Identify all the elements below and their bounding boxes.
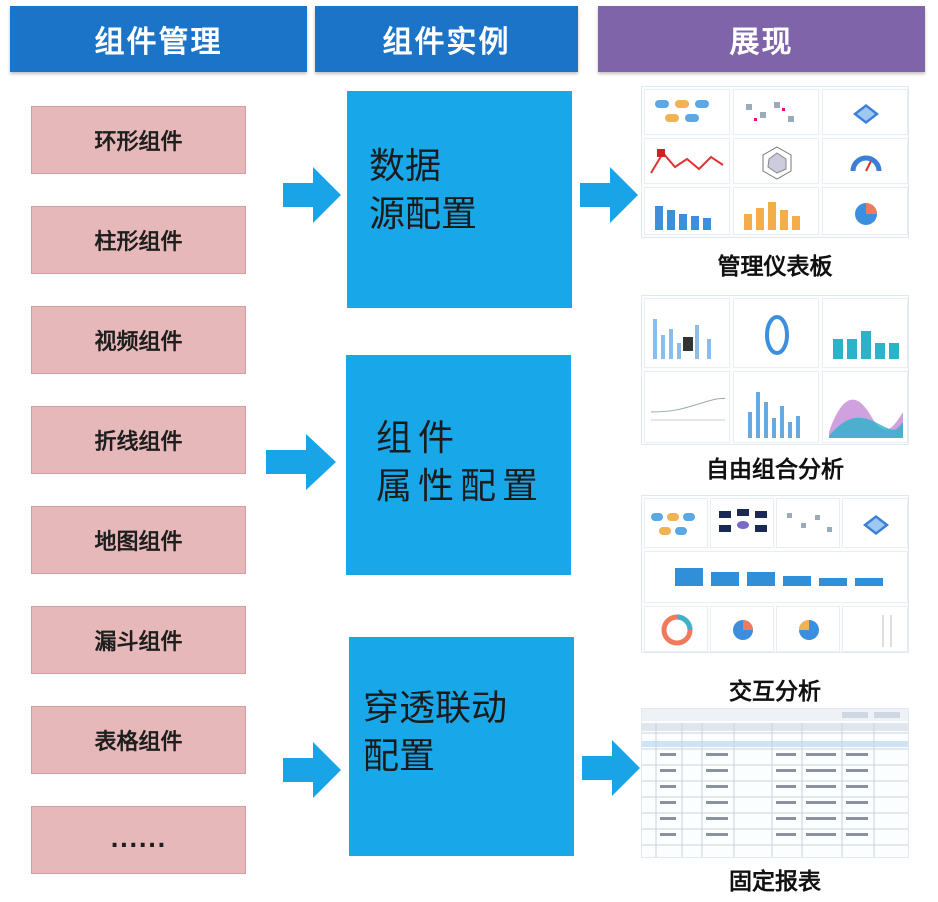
component-ring: 环形组件 (31, 106, 246, 174)
instance-line: 配置 (363, 736, 436, 777)
interactive-analysis-thumbnail (641, 495, 909, 653)
component-bar: 柱形组件 (31, 206, 246, 274)
free-analysis-thumbnail (641, 295, 909, 445)
component-more: ...... (31, 806, 246, 874)
instance-line: 数据 (369, 146, 442, 187)
arrow-right-icon (580, 167, 638, 223)
arrow-right-icon (266, 434, 336, 490)
component-map: 地图组件 (31, 506, 246, 574)
arrow-right-icon (582, 740, 640, 796)
dashboard-thumbnail (641, 86, 909, 238)
header-component-management: 组件管理 (10, 6, 307, 72)
instance-line: 组件 (376, 418, 461, 459)
display-caption: 自由组合分析 (706, 457, 844, 483)
component-line: 折线组件 (31, 406, 246, 474)
header-component-instance: 组件实例 (315, 6, 578, 72)
display-caption: 管理仪表板 (717, 254, 833, 280)
instance-line: 源配置 (369, 194, 478, 235)
display-caption: 交互分析 (729, 679, 821, 705)
arrow-right-icon (283, 742, 341, 798)
display-caption: 固定报表 (729, 869, 821, 895)
component-video: 视频组件 (31, 306, 246, 374)
component-table: 表格组件 (31, 706, 246, 774)
header-display: 展现 (598, 6, 925, 72)
instance-datasource-config: 数据 源配置 (347, 91, 572, 308)
instance-drill-link-config: 穿透联动 配置 (349, 637, 574, 856)
arrow-right-icon (283, 167, 341, 223)
instance-property-config: 组件 属性配置 (346, 355, 571, 575)
component-funnel: 漏斗组件 (31, 606, 246, 674)
instance-line: 属性配置 (376, 466, 545, 507)
fixed-report-thumbnail (641, 708, 909, 858)
instance-line: 穿透联动 (363, 688, 508, 729)
